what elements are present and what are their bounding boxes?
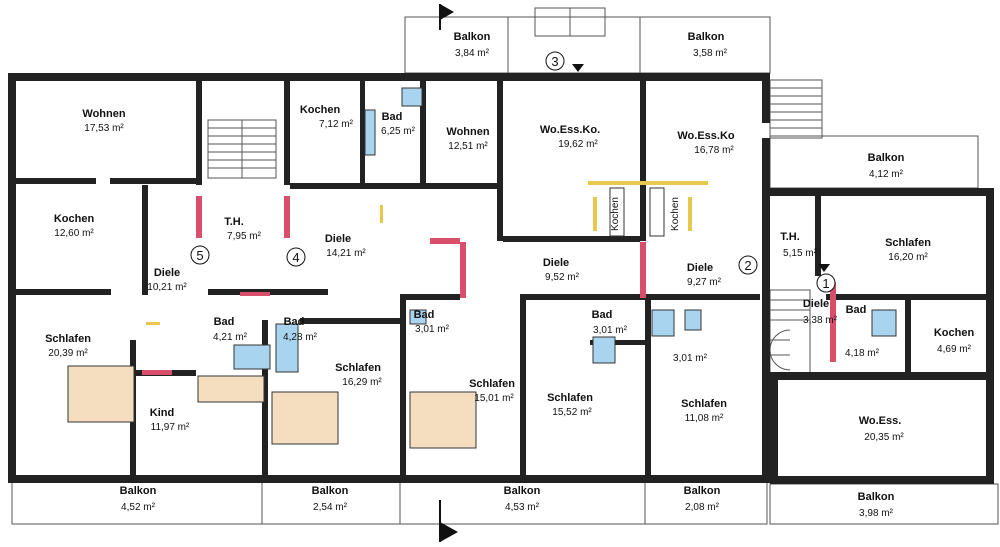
room-area-woess: 20,35 m² <box>864 432 904 443</box>
room-name-bad-7: Bad <box>846 304 867 316</box>
room-name-schlafen-3: Schlafen <box>469 378 515 390</box>
room-area-schlafen-2: 16,29 m² <box>342 377 382 388</box>
room-area-diele-5: 3,38 m² <box>803 315 838 326</box>
balcony-area-bottom-2: 2,54 m² <box>313 502 348 513</box>
marker-1: 1 <box>816 273 836 293</box>
room-area-diele-3: 9,52 m² <box>545 272 580 283</box>
room-name-kochen-2: Kochen <box>300 104 341 116</box>
balcony-name-bottom-1: Balkon <box>120 485 157 497</box>
section-arrow-bottom <box>440 522 458 542</box>
room-area-schlafen-6: 16,20 m² <box>888 252 928 263</box>
balcony-area-bottom-1: 4,52 m² <box>121 502 156 513</box>
room-area-bad-4: 3,01 m² <box>415 324 450 335</box>
room-area-schlafen-4: 15,52 m² <box>552 407 592 418</box>
room-name-diele-4: Diele <box>687 262 713 274</box>
room-area-schlafen-3: 15,01 m² <box>474 393 514 404</box>
room-name-kind: Kind <box>150 407 174 419</box>
marker-4-label: 4 <box>292 250 299 265</box>
marker-2: 2 <box>738 255 758 275</box>
fixtures <box>233 87 897 373</box>
room-name-bad-3: Bad <box>382 111 403 123</box>
room-area-wohnen-2: 12,51 m² <box>448 141 488 152</box>
balcony-name-bottom-3: Balkon <box>504 485 541 497</box>
room-name-th-1: T.H. <box>224 216 244 228</box>
balcony-name-bottom-5: Balkon <box>858 491 895 503</box>
balcony-area-top-2: 3,58 m² <box>693 48 728 59</box>
balcony-name-top-2: Balkon <box>688 31 725 43</box>
room-name-kochen-3: Kochen <box>934 327 975 339</box>
balcony-name-bottom-4: Balkon <box>684 485 721 497</box>
balcony-area-top-1: 3,84 m² <box>455 48 490 59</box>
room-name-schlafen-4: Schlafen <box>547 392 593 404</box>
room-area-bad-5: 3,01 m² <box>593 325 628 336</box>
kitchen-label-1: Kochen <box>610 197 621 231</box>
yellow-markers <box>146 181 708 325</box>
room-area-bad-1: 4,21 m² <box>213 332 248 343</box>
room-area-diele-4: 9,27 m² <box>687 277 722 288</box>
room-area-bad-2: 4,28 m² <box>283 332 318 343</box>
balcony-area-bottom-3: 4,53 m² <box>505 502 540 513</box>
room-labels: Wohnen 17,53 m² Kochen 12,60 m² Diele 10… <box>45 104 974 443</box>
room-area-th-1: 7,95 m² <box>227 231 262 242</box>
room-name-diele-5: Diele <box>803 298 829 310</box>
staircase-left <box>207 119 277 179</box>
room-area-bad-6: 3,01 m² <box>673 353 708 364</box>
marker-3-pointer <box>572 64 584 72</box>
room-name-schlafen-2: Schlafen <box>335 362 381 374</box>
beds <box>67 365 477 449</box>
room-area-diele-1: 10,21 m² <box>147 282 187 293</box>
room-area-wohnen-1: 17,53 m² <box>84 123 124 134</box>
balcony-name-top-1: Balkon <box>454 31 491 43</box>
marker-5-label: 5 <box>196 248 203 263</box>
room-name-bad-5: Bad <box>592 309 613 321</box>
room-area-kochen-2: 7,12 m² <box>319 119 354 130</box>
room-name-bad-1: Bad <box>214 316 235 328</box>
marker-4: 4 <box>286 247 306 267</box>
balcony-name-bottom-2: Balkon <box>312 485 349 497</box>
marker-1-label: 1 <box>822 276 829 291</box>
balcony-area-right-top: 4,12 m² <box>869 169 904 180</box>
room-name-schlafen-6: Schlafen <box>885 237 931 249</box>
room-name-schlafen-5: Schlafen <box>681 398 727 410</box>
room-name-bad-4: Bad <box>414 309 435 321</box>
room-area-th-2: 5,15 m² <box>783 248 818 259</box>
balcony-name-right-top: Balkon <box>868 152 905 164</box>
room-area-diele-2: 14,21 m² <box>326 248 366 259</box>
room-area-bad-7: 4,18 m² <box>845 348 880 359</box>
marker-5: 5 <box>190 245 210 265</box>
room-area-woessko-2: 16,78 m² <box>694 145 734 156</box>
marker-3-label: 3 <box>551 54 558 69</box>
balcony-area-bottom-5: 3,98 m² <box>859 508 894 519</box>
room-name-woessko-2: Wo.Ess.Ko <box>677 130 735 142</box>
room-name-wohnen-1: Wohnen <box>82 108 125 120</box>
room-name-wohnen-2: Wohnen <box>446 126 489 138</box>
room-area-bad-3: 6,25 m² <box>381 126 416 137</box>
room-name-diele-1: Diele <box>154 267 180 279</box>
marker-2-label: 2 <box>744 258 751 273</box>
balcony-outlines <box>11 7 999 525</box>
room-name-woessko-1: Wo.Ess.Ko. <box>540 124 600 136</box>
room-area-kochen-3: 4,69 m² <box>937 344 972 355</box>
room-area-woessko-1: 19,62 m² <box>558 139 598 150</box>
room-name-th-2: T.H. <box>780 231 800 243</box>
exterior-stairs <box>769 79 823 139</box>
walls <box>8 73 994 484</box>
room-name-bad-2: Bad <box>284 316 305 328</box>
marker-1-pointer <box>818 264 830 272</box>
balcony-area-bottom-4: 2,08 m² <box>685 502 720 513</box>
room-area-schlafen-1: 20,39 m² <box>48 348 88 359</box>
room-name-diele-2: Diele <box>325 233 351 245</box>
room-name-schlafen-1: Schlafen <box>45 333 91 345</box>
room-name-kochen-1: Kochen <box>54 213 95 225</box>
room-area-kind: 11,97 m² <box>151 422 190 433</box>
room-name-diele-3: Diele <box>543 257 569 269</box>
marker-3: 3 <box>545 51 565 71</box>
balcony-labels: Balkon 3,84 m² Balkon 3,58 m² Balkon 4,1… <box>120 31 905 519</box>
room-area-schlafen-5: 11,08 m² <box>685 413 724 424</box>
kitchen-label-2: Kochen <box>670 197 681 231</box>
section-arrow-top <box>440 4 454 20</box>
room-name-woess: Wo.Ess. <box>859 415 902 427</box>
room-area-kochen-1: 12,60 m² <box>54 228 94 239</box>
